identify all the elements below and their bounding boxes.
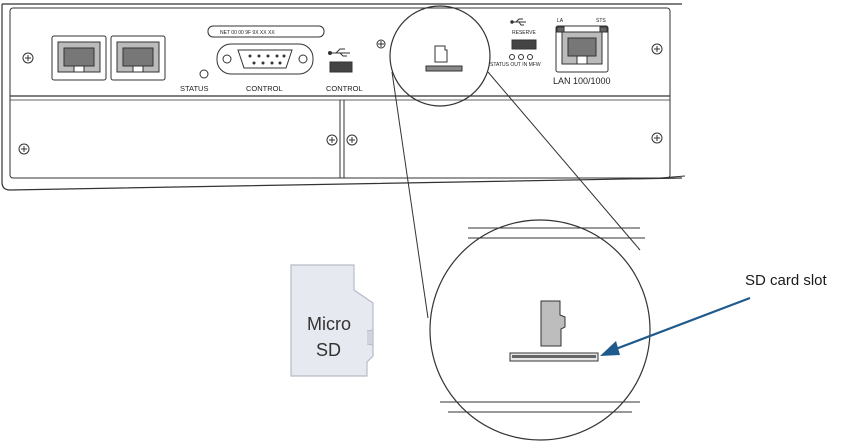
usb-console-port: [329, 61, 353, 73]
mac-label: NET 00 00 9F 9X XX XX: [220, 30, 275, 36]
usb-port: [511, 39, 537, 50]
status-led: [199, 69, 209, 79]
screw-icon: [326, 134, 338, 146]
status-label: STATUS: [180, 84, 208, 93]
magnifier-source-circle: [389, 5, 491, 107]
device-chassis: [1, 3, 686, 191]
magnified-view: [429, 219, 651, 441]
callout-arrow: [600, 296, 751, 356]
magnifier-cone: [391, 71, 641, 319]
microsd-card: [290, 264, 374, 377]
serial-console-port: [216, 43, 314, 75]
panel-sd-slot: [425, 45, 463, 72]
lan-label: LAN 100/1000: [553, 76, 611, 86]
microsd-card-icon: [540, 300, 566, 347]
mac-label-box: [207, 25, 325, 38]
screw-icon: [651, 132, 663, 144]
screw-icon: [346, 134, 358, 146]
reserve-label: RESERVE: [512, 30, 536, 36]
card-line2: SD: [316, 340, 341, 360]
ethernet-port-1: [51, 35, 107, 81]
screw-icon: [651, 43, 663, 55]
usb-icon: [328, 48, 350, 57]
usb-icon: [510, 18, 526, 26]
screw-icon: [18, 143, 30, 155]
lan-right-tag: STS: [596, 18, 606, 24]
usb-console-label: CONTROL: [326, 84, 363, 93]
ethernet-port-2: [110, 35, 166, 81]
callout-label: SD card slot: [745, 272, 828, 289]
led-labels: STATUS OUT IN MFW: [490, 62, 541, 68]
screw-icon: [376, 39, 386, 49]
lan-left-tag: LA: [557, 18, 564, 24]
card-line1: Micro: [307, 314, 351, 334]
indicator-leds: [509, 54, 533, 60]
lan-port: [555, 25, 609, 73]
console-label: CONTROL: [246, 84, 283, 93]
screw-icons: [18, 39, 663, 155]
screw-icon: [22, 52, 34, 64]
